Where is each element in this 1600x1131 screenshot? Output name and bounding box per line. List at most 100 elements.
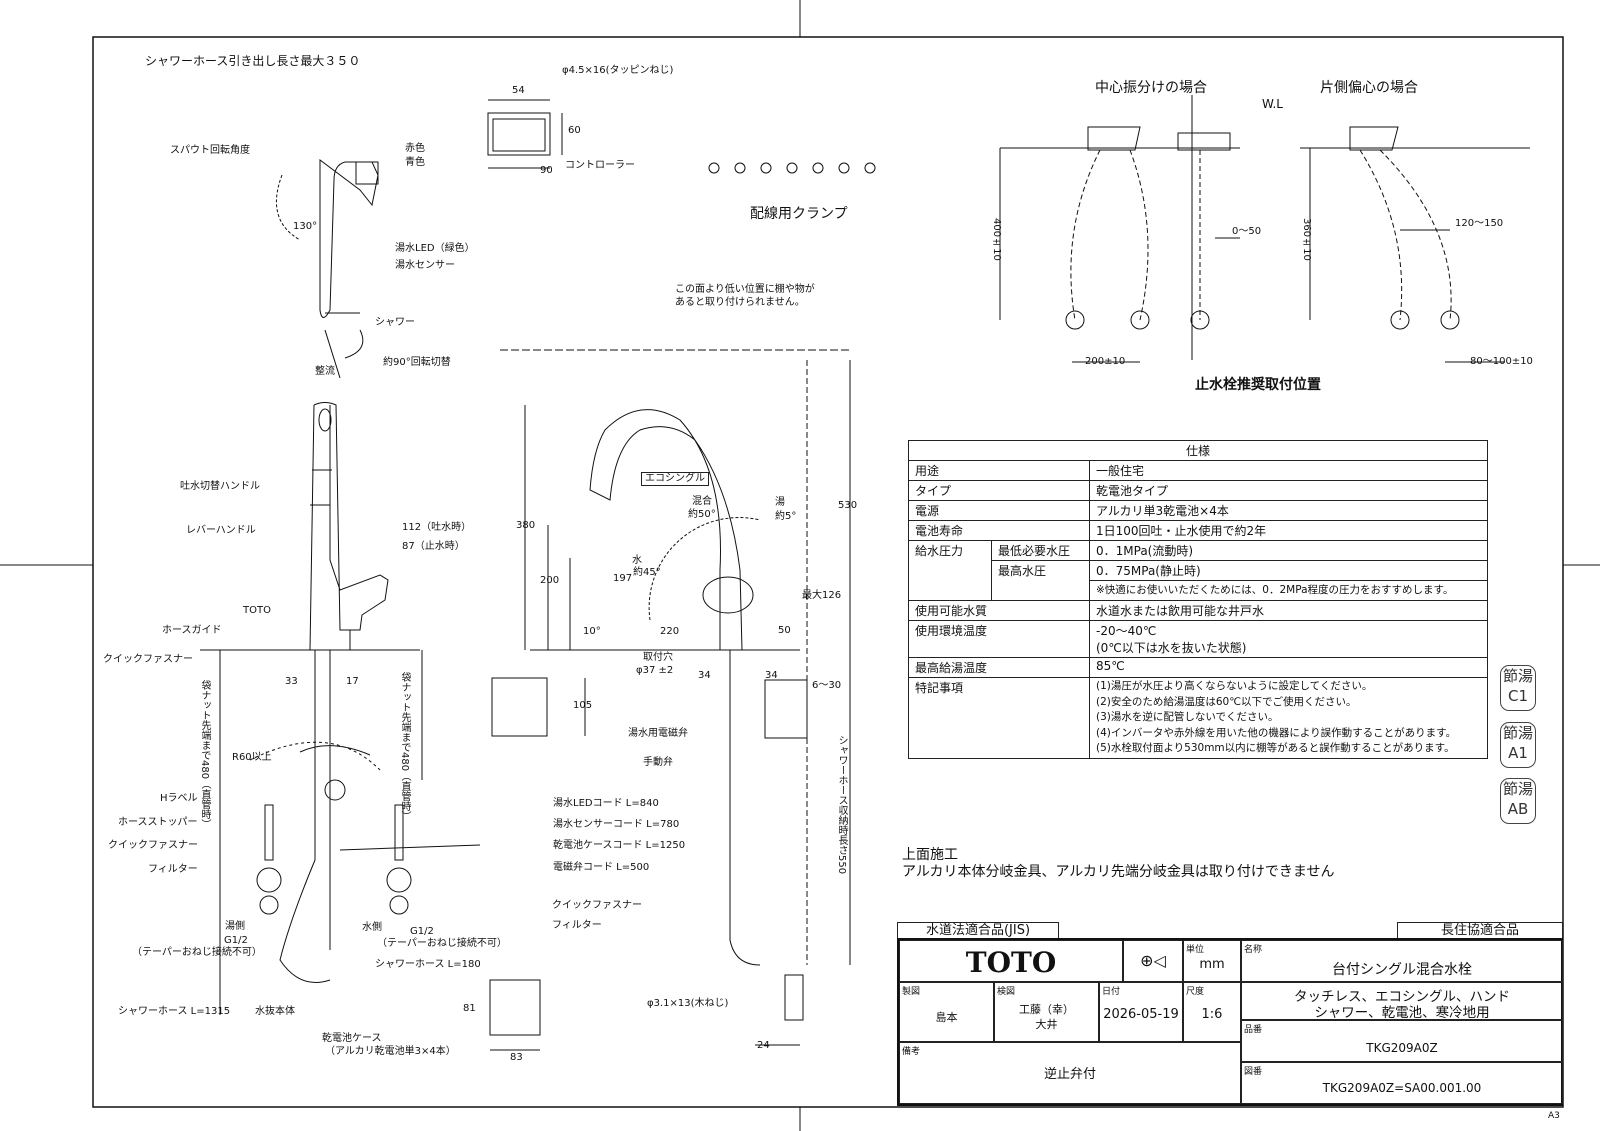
check-value-2: 大井 (1035, 1018, 1058, 1031)
date-label: 日付 (1102, 987, 1121, 997)
label-valve-hot: 湯水用電磁弁 (628, 728, 688, 739)
label-hole: 取付穴 (643, 652, 673, 663)
label-d530: 530 (838, 500, 858, 511)
label-taper-b: （テーパーおねじ接続不可） (377, 938, 507, 949)
scale-label: 尺度 (1186, 987, 1205, 997)
name-cell: 名称 台付シングル混合水栓 (1241, 940, 1563, 982)
label-d0-50: 0～50 (1232, 226, 1262, 237)
label-130: 130° (293, 221, 318, 232)
spec-row: ※快適にお使いいただくためには、0．2MPa程度の圧力をおすすめします。 (909, 580, 1488, 601)
label-hot-angle: 約5° (775, 511, 797, 522)
jis-label: 水道法適合品(JIS) (897, 922, 1059, 939)
label-hose-180: シャワーホース L=180 (375, 959, 481, 970)
label-mix: 混合 (692, 496, 712, 507)
brand-logo: TOTO (965, 946, 1057, 979)
unit-value: mm (1199, 957, 1225, 972)
label-filter2: フィルター (552, 920, 602, 931)
dwg-value: TKG209A0Z=SA00.001.00 (1322, 1081, 1482, 1095)
label-d87: 87（止水時） (402, 541, 465, 552)
label-d50: 50 (778, 625, 791, 636)
desc-line-1: タッチレス、エコシングル、ハンド (1294, 989, 1510, 1005)
label-lever: レバーハンドル (186, 525, 256, 536)
label-d34b: 34 (765, 670, 778, 681)
label-d90: 90 (540, 165, 553, 176)
label-nut-right: 袋ナット先端まで480（直管時） (399, 672, 410, 822)
label-quick1: クイックファスナー (103, 654, 193, 665)
check-value-1: 工藤（幸） (1019, 1003, 1074, 1016)
unit-label: 単位 (1186, 945, 1205, 955)
label-hot-side: 湯側 (225, 921, 245, 932)
label-d54: 54 (512, 85, 525, 96)
label-d34a: 34 (698, 670, 711, 681)
label-eco: エコシングル (641, 472, 709, 486)
label-d360: 360±10 (1301, 218, 1312, 261)
spec-row: タイプ乾電池タイプ (908, 480, 1488, 501)
check-cell: 検図 工藤（幸） 大井 (994, 982, 1099, 1042)
desc-line-2: シャワー、乾電池、寒冷地用 (1314, 1005, 1490, 1021)
label-spout-angle: スパウト回転角度 (170, 145, 250, 156)
label-d120-150: 120～150 (1455, 218, 1504, 229)
label-sensor-cord: 湯水センサーコード L=780 (553, 819, 680, 830)
date-value: 2026-05-19 (1103, 1007, 1179, 1022)
label-manual-valve: 手動弁 (643, 757, 673, 768)
scale-value: 1:6 (1201, 1007, 1223, 1022)
label-water-side: 水側 (362, 922, 382, 933)
label-blue: 青色 (405, 157, 425, 168)
label-d80-100: 80～100±10 (1470, 356, 1533, 367)
label-red: 赤色 (405, 143, 425, 154)
label-d220: 220 (660, 626, 680, 637)
name-value: 台付シングル混合水栓 (1332, 962, 1472, 978)
title-block: TOTO ⊕◁ 単位 mm 名称 台付シングル混合水栓 製図 島本 検図 工藤（… (897, 938, 1563, 1106)
dwg-label: 図番 (1244, 1067, 1263, 1077)
hose-length-note: シャワーホース引き出し長さ最大３５０ (145, 54, 361, 68)
label-seiryu: 整流 (315, 366, 335, 377)
label-nut-left: 袋ナット先端まで480（直管時） (199, 680, 210, 830)
label-hose-1315: シャワーホース L=1315 (118, 1006, 231, 1017)
faucet-side-view (491, 349, 851, 1046)
label-battery-case2: （アルカリ乾電池単3×4本） (325, 1046, 456, 1057)
kyokai-label: 長住協適合品 (1397, 922, 1563, 939)
label-sensor: 湯水センサー (395, 260, 455, 271)
label-wood-screw: φ3.1×13(木ねじ) (647, 998, 729, 1009)
label-stopper: ホースストッパー (118, 817, 198, 828)
scale-cell: 尺度 1:6 (1183, 982, 1241, 1042)
label-quick2: クイックファスナー (108, 840, 198, 851)
center-case-title: 中心振分けの場合 (1095, 80, 1207, 96)
projection-icon: ⊕◁ (1140, 951, 1166, 970)
top-install-title: 上面施工 (902, 847, 958, 863)
label-switch-handle: 吐水切替ハンドル (180, 481, 260, 492)
label-d197: 197 (613, 573, 633, 584)
label-rot90: 約90°回転切替 (383, 357, 451, 368)
label-battery-case: 乾電池ケース (322, 1033, 382, 1044)
remark-label: 備考 (902, 1047, 921, 1057)
label-water: 水 (632, 555, 642, 566)
label-hose-store: シャワーホース収納時長さ550 (836, 735, 847, 875)
label-hose-guide: ホースガイド (162, 625, 222, 636)
label-d10deg: 10° (583, 626, 601, 637)
drawn-label: 製図 (902, 987, 921, 997)
spec-row: 電源アルカリ単3乾電池×4本 (908, 500, 1488, 521)
faucet-front-view (200, 402, 541, 1051)
label-d380: 380 (516, 520, 536, 531)
label-d105: 105 (573, 700, 593, 711)
label-max126: 最大126 (802, 590, 842, 601)
label-g12b: G1/2 (410, 926, 434, 937)
brand-cell: TOTO (899, 940, 1123, 982)
top-install-note: アルカリ本体分岐金具、アルカリ先端分岐金具は取り付けできません (902, 864, 1335, 880)
remark-cell: 備考 逆止弁付 (899, 1042, 1241, 1104)
label-d17: 17 (346, 676, 359, 687)
part-cell: 品番 TKG209A0Z (1241, 1020, 1563, 1062)
drawn-cell: 製図 島本 (899, 982, 994, 1042)
label-valve-cord: 電磁弁コード L=500 (553, 862, 650, 873)
controller-drawing (487, 99, 563, 169)
label-quick3: クイックファスナー (552, 900, 642, 911)
label-drain: 水抜本体 (255, 1006, 295, 1017)
valve-position-title: 止水栓推奨取付位置 (1195, 377, 1321, 393)
side-case-title: 片側偏心の場合 (1320, 80, 1418, 96)
faucet-top-view (275, 159, 379, 379)
